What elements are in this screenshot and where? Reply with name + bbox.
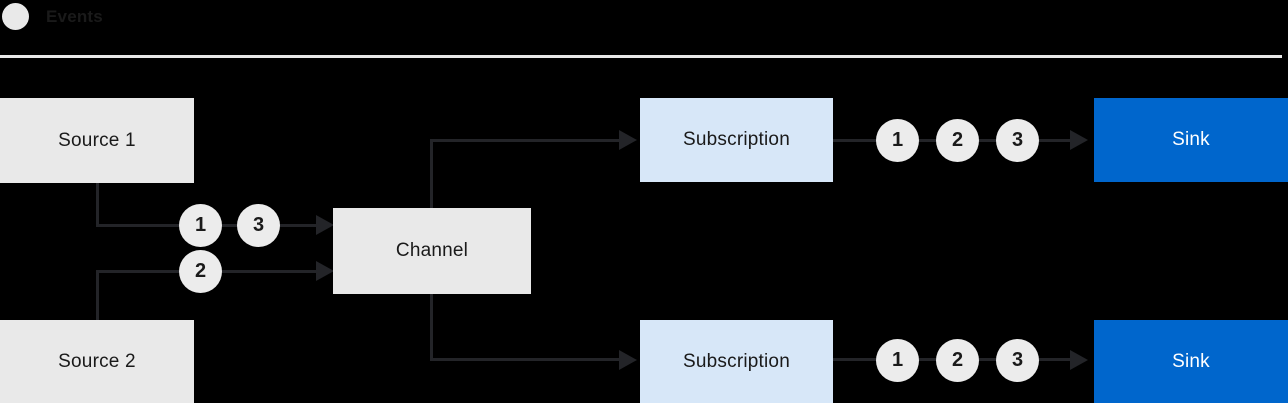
arrowhead-into-channel-top-icon xyxy=(316,215,334,235)
event-circle-2: 2 xyxy=(179,250,222,293)
event-circle-3: 3 xyxy=(996,119,1039,162)
event-circle-1: 1 xyxy=(876,339,919,382)
node-subscription-1: Subscription xyxy=(640,98,833,182)
event-circle-1: 1 xyxy=(876,119,919,162)
arrowhead-into-sink1-icon xyxy=(1070,130,1088,150)
node-subscription-2: Subscription xyxy=(640,320,833,403)
arrowhead-into-subscription1-icon xyxy=(619,130,637,150)
node-sink-2: Sink xyxy=(1094,320,1288,403)
event-circle-1: 1 xyxy=(179,204,222,247)
event-circle-2: 2 xyxy=(936,119,979,162)
connector-channel-down xyxy=(430,294,433,360)
arrowhead-into-subscription2-icon xyxy=(619,350,637,370)
event-circle-2: 2 xyxy=(936,339,979,382)
connector-channel-subscription1 xyxy=(430,139,620,142)
events-legend-label: Events xyxy=(46,7,103,26)
events-legend-swatch-icon xyxy=(2,3,29,30)
connector-channel-up xyxy=(430,139,433,208)
connector-source2-up xyxy=(96,272,99,320)
node-channel: Channel xyxy=(333,208,531,294)
legend-separator xyxy=(0,55,1282,58)
arrowhead-into-sink2-icon xyxy=(1070,350,1088,370)
connector-channel-subscription2 xyxy=(430,358,620,361)
event-circle-3: 3 xyxy=(996,339,1039,382)
node-source-1: Source 1 xyxy=(0,98,194,183)
connector-source1-down xyxy=(96,183,99,225)
node-sink-1: Sink xyxy=(1094,98,1288,182)
event-circle-3: 3 xyxy=(237,204,280,247)
node-source-2: Source 2 xyxy=(0,320,194,403)
arrowhead-into-channel-bottom-icon xyxy=(316,261,334,281)
